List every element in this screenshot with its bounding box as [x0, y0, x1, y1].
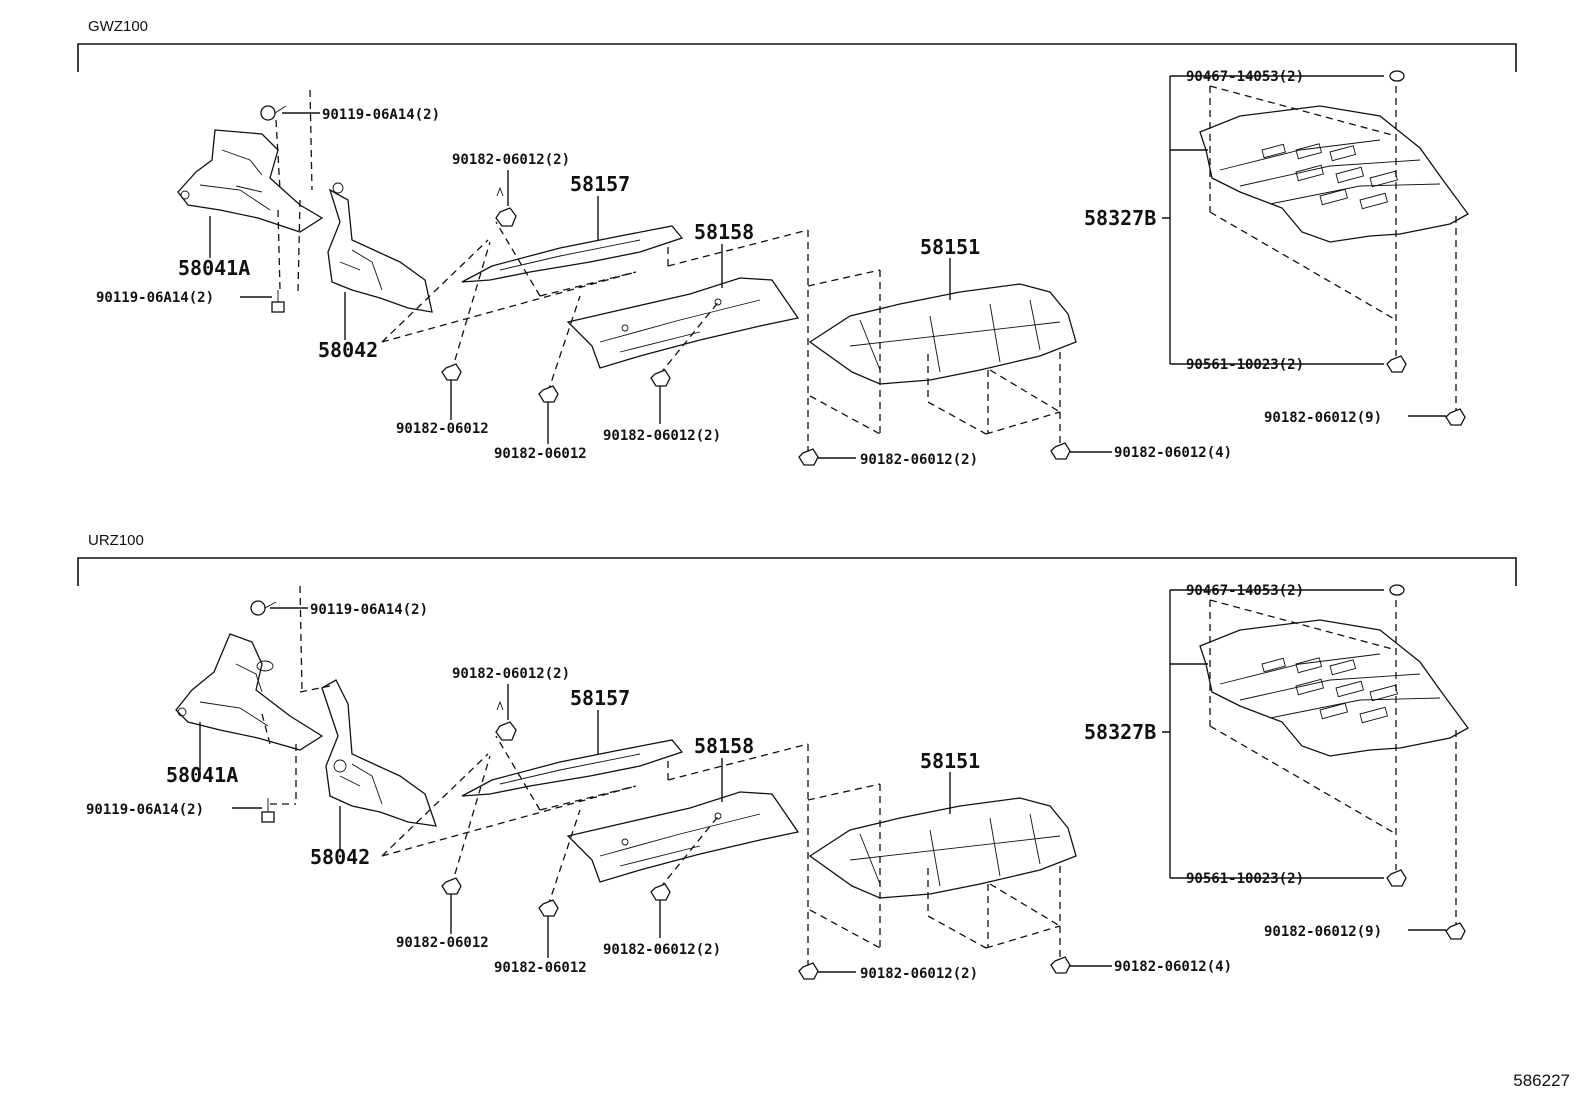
nut-icon[interactable]	[441, 363, 462, 381]
label-bolt-lower[interactable]: 90119-06A14(2)	[86, 802, 204, 818]
nut-icon[interactable]	[538, 899, 559, 917]
label-58158[interactable]: 58158	[694, 220, 754, 244]
label-bolt-upper[interactable]: 90119-06A14(2)	[322, 107, 440, 123]
label-nut-e[interactable]: 90182-06012(4)	[1114, 959, 1232, 975]
nut-icon[interactable]	[495, 186, 517, 227]
section-title-urz100: URZ100	[88, 532, 144, 549]
screw-icon[interactable]	[1386, 355, 1407, 373]
screw-icon[interactable]	[1386, 869, 1407, 887]
part-58042[interactable]	[321, 679, 437, 827]
label-nut-b[interactable]: 90182-06012	[494, 446, 587, 462]
label-nut-d[interactable]: 90182-06012(2)	[860, 966, 978, 982]
label-58042[interactable]: 58042	[310, 845, 370, 869]
section-title-gwz100: GWZ100	[88, 18, 149, 35]
clip-icon[interactable]	[1389, 584, 1405, 596]
label-nut-c[interactable]: 90182-06012(2)	[603, 942, 721, 958]
label-58158[interactable]: 58158	[694, 734, 754, 758]
part-58157[interactable]	[461, 225, 684, 283]
nut-icon[interactable]	[1445, 922, 1466, 940]
bolt-icon[interactable]	[271, 290, 285, 313]
nut-icon[interactable]	[495, 700, 517, 741]
label-bolt-lower[interactable]: 90119-06A14(2)	[96, 290, 214, 306]
diagram-id: 586227	[1513, 1071, 1570, 1090]
bolt-icon[interactable]	[260, 105, 287, 121]
label-clip[interactable]: 90467-14053(2)	[1186, 69, 1304, 85]
label-nut-e[interactable]: 90182-06012(4)	[1114, 445, 1232, 461]
section-frame	[77, 43, 1517, 72]
label-58151[interactable]: 58151	[920, 749, 980, 773]
nut-icon[interactable]	[1050, 442, 1071, 460]
fasteners	[260, 70, 1466, 466]
leader-lines	[199, 589, 1446, 973]
part-labels: 90119-06A14(2) 58041A 90119-06A14(2) 580…	[86, 583, 1382, 982]
label-nut-f[interactable]: 90182-06012(9)	[1264, 410, 1382, 426]
section-frame	[77, 557, 1517, 586]
label-screw[interactable]: 90561-10023(2)	[1186, 357, 1304, 373]
bolt-icon[interactable]	[261, 798, 275, 823]
label-nut-d[interactable]: 90182-06012(2)	[860, 452, 978, 468]
nut-icon[interactable]	[538, 385, 559, 403]
part-58327B[interactable]	[1199, 105, 1469, 243]
label-screw[interactable]: 90561-10023(2)	[1186, 871, 1304, 887]
label-58327B[interactable]: 58327B	[1084, 720, 1156, 744]
nut-icon[interactable]	[441, 877, 462, 895]
label-58041A[interactable]: 58041A	[178, 256, 250, 280]
label-58157[interactable]: 58157	[570, 686, 630, 710]
part-58158[interactable]	[566, 791, 800, 883]
nut-icon[interactable]	[650, 883, 671, 901]
leader-lines	[209, 75, 1446, 459]
section-urz100: 90119-06A14(2) 58041A 90119-06A14(2) 580…	[77, 557, 1517, 982]
nut-icon[interactable]	[1445, 408, 1466, 426]
label-58151[interactable]: 58151	[920, 235, 980, 259]
nut-icon[interactable]	[1050, 956, 1071, 974]
label-58042[interactable]: 58042	[318, 338, 378, 362]
part-58327B[interactable]	[1199, 619, 1469, 757]
label-bolt-upper[interactable]: 90119-06A14(2)	[310, 602, 428, 618]
label-58157[interactable]: 58157	[570, 172, 630, 196]
nut-icon[interactable]	[798, 448, 819, 466]
dashed-guides	[261, 585, 1457, 966]
part-58157[interactable]	[461, 739, 684, 797]
part-58042[interactable]	[327, 182, 433, 313]
label-nut-c[interactable]: 90182-06012(2)	[603, 428, 721, 444]
label-nut-58157[interactable]: 90182-06012(2)	[452, 152, 570, 168]
label-nut-58157[interactable]: 90182-06012(2)	[452, 666, 570, 682]
part-58151[interactable]	[808, 797, 1077, 899]
label-58327B[interactable]: 58327B	[1084, 206, 1156, 230]
part-58041A[interactable]	[177, 129, 324, 233]
nut-icon[interactable]	[650, 369, 671, 387]
label-clip[interactable]: 90467-14053(2)	[1186, 583, 1304, 599]
part-labels: 90119-06A14(2) 58041A 90119-06A14(2) 580…	[96, 69, 1382, 468]
label-nut-f[interactable]: 90182-06012(9)	[1264, 924, 1382, 940]
part-58041A[interactable]	[175, 633, 324, 751]
nut-icon[interactable]	[798, 962, 819, 980]
section-gwz100: 90119-06A14(2) 58041A 90119-06A14(2) 580…	[77, 43, 1517, 468]
label-nut-a[interactable]: 90182-06012	[396, 935, 489, 951]
part-58158[interactable]	[566, 277, 800, 369]
dashed-guides	[275, 85, 1457, 452]
fasteners	[250, 584, 1466, 980]
clip-icon[interactable]	[1389, 70, 1405, 82]
label-nut-b[interactable]: 90182-06012	[494, 960, 587, 976]
bolt-icon[interactable]	[250, 600, 277, 616]
part-58151[interactable]	[808, 283, 1077, 385]
label-nut-a[interactable]: 90182-06012	[396, 421, 489, 437]
label-58041A[interactable]: 58041A	[166, 763, 238, 787]
